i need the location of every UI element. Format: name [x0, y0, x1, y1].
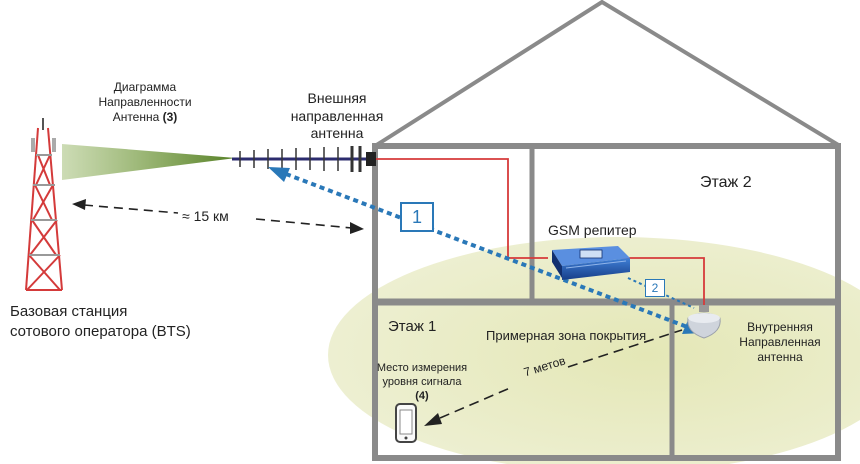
indoor-cable [618, 257, 705, 310]
repeater-label: GSM репитер [548, 222, 637, 238]
measure-point-label: Место измерения уровня сигнала (4) [372, 362, 472, 403]
cell-tower-icon [25, 118, 63, 291]
internal-antenna-label: Внутренняя Направленная антенна [730, 320, 830, 365]
bts-line-2: сотового оператора (BTS) [10, 323, 191, 341]
link-1-line [285, 172, 691, 330]
coverage-zone [328, 237, 860, 464]
ceiling-antenna-icon [687, 305, 721, 339]
int-line-3: антенна [757, 350, 803, 364]
pattern-line-3: Антенна [112, 110, 160, 124]
mobile-phone-icon [395, 403, 417, 443]
yagi-antenna-icon [232, 146, 376, 172]
antenna-pattern-beam [62, 144, 236, 180]
link-2-badge: 2 [645, 279, 665, 297]
pattern-number: (3) [162, 110, 178, 124]
external-antenna-label: Внешняя направленная антенна [282, 90, 392, 143]
pattern-line-1: Диаграмма [113, 80, 177, 94]
distance-label: ≈ 15 км [182, 208, 229, 224]
outdoor-cable [376, 158, 548, 259]
pattern-label: Диаграмма Направленности Антенна (3) [90, 80, 200, 125]
ext-line-1: Внешняя [307, 90, 367, 106]
measure-line-1: Место измерения [376, 362, 468, 374]
roof [373, 0, 842, 148]
link-1-arrowhead-left [268, 167, 290, 182]
distance-arrow [72, 199, 364, 234]
gsm-repeater-icon [552, 246, 630, 280]
int-line-2: Направленная [739, 335, 821, 349]
measure-number: (4) [415, 389, 429, 402]
floor-1-label: Этаж 1 [388, 318, 437, 335]
link-1-badge: 1 [400, 202, 434, 232]
ext-line-3: антенна [310, 125, 364, 141]
floor-2-label: Этаж 2 [700, 174, 752, 191]
bts-label: Базовая станция сотового оператора (BTS) [10, 302, 191, 343]
range-arrow [424, 329, 683, 426]
bts-line-1: Базовая станция [10, 303, 128, 320]
pattern-line-2: Направленности [98, 95, 192, 109]
house [372, 0, 842, 461]
ext-line-2: направленная [290, 107, 384, 124]
int-line-1: Внутренняя [747, 320, 813, 334]
measure-line-2: уровня сигнала [382, 375, 462, 388]
coverage-label: Примерная зона покрытия [486, 328, 647, 343]
